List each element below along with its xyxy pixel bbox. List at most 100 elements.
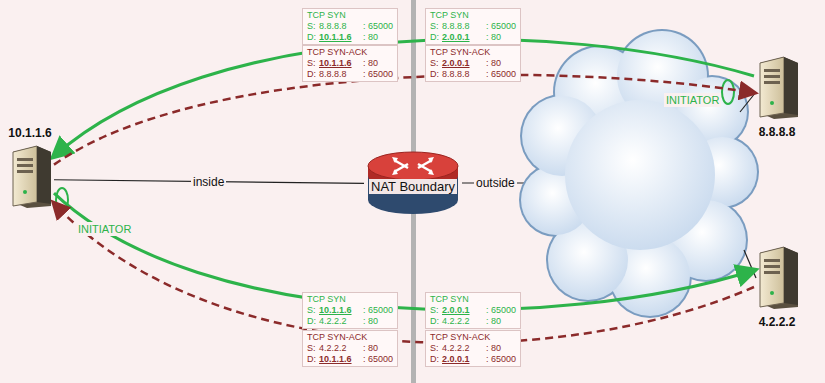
- address-row: D:10.1.1.6: 65000: [307, 354, 393, 365]
- packet-box: TCP SYNS:2.0.0.1: 65000D:4.2.2.2: 80: [425, 292, 521, 329]
- syn-ack-arrow: [54, 75, 754, 165]
- address-row: D:4.2.2.2: 80: [307, 316, 393, 327]
- ip-address: 4.2.2.2: [442, 343, 486, 354]
- packet-type-text: TCP SYN: [307, 10, 346, 21]
- packet-type-text: TCP SYN: [430, 294, 469, 305]
- ip-address: 8.8.8.8: [442, 69, 486, 80]
- syn-ack-arrow: [54, 203, 754, 343]
- address-prefix: S:: [430, 21, 442, 32]
- port-number: : 65000: [363, 354, 393, 365]
- node-label: NAT Boundary: [369, 179, 457, 194]
- address-prefix: S:: [430, 305, 442, 316]
- port-number: : 80: [363, 316, 378, 327]
- packet-type-text: TCP SYN-ACK: [430, 332, 490, 343]
- packet-box: TCP SYNS:10.1.1.6: 65000D:4.2.2.2: 80: [302, 292, 398, 329]
- region-label: outside: [474, 176, 517, 190]
- ip-address: 10.1.1.6: [319, 354, 363, 365]
- port-number: : 80: [486, 316, 501, 327]
- initiator-loop: [722, 80, 734, 104]
- node-icon: [754, 245, 800, 315]
- port-number: : 65000: [363, 21, 393, 32]
- address-row: S:8.8.8.8: 65000: [430, 21, 516, 32]
- initiator-label: INITIATOR: [664, 93, 721, 107]
- address-row: S:2.0.0.1: 80: [430, 58, 516, 69]
- port-number: : 65000: [486, 354, 516, 365]
- ip-address: 4.2.2.2: [319, 316, 363, 327]
- cloud: [519, 29, 759, 318]
- packet-box: TCP SYNS:8.8.8.8: 65000D:10.1.1.6: 80: [302, 8, 398, 45]
- address-prefix: D:: [430, 354, 442, 365]
- address-row: S:8.8.8.8: 65000: [307, 21, 393, 32]
- packet-type: TCP SYN: [307, 294, 393, 305]
- port-number: : 65000: [486, 69, 516, 80]
- packet-type-text: TCP SYN: [307, 294, 346, 305]
- packet-box: TCP SYNS:8.8.8.8: 65000D:2.0.0.1: 80: [425, 8, 521, 45]
- packet-box: TCP SYN-ACKS:2.0.0.1: 80D:8.8.8.8: 65000: [425, 45, 521, 82]
- node-icon: [7, 144, 53, 214]
- packet-type: TCP SYN: [430, 294, 516, 305]
- address-row: S:10.1.1.6: 80: [307, 58, 393, 69]
- packet-type-text: TCP SYN: [430, 10, 469, 21]
- server-node: 10.1.1.6: [6, 126, 54, 210]
- address-prefix: D:: [307, 316, 319, 327]
- node-icon: [754, 55, 800, 125]
- address-prefix: S:: [307, 58, 319, 69]
- node-label: 4.2.2.2: [754, 315, 800, 329]
- cloud-wire: [740, 92, 756, 112]
- packet-type: TCP SYN-ACK: [430, 332, 516, 343]
- address-prefix: D:: [430, 32, 442, 43]
- port-number: : 65000: [363, 69, 393, 80]
- address-prefix: S:: [430, 58, 442, 69]
- port-number: : 80: [486, 32, 501, 43]
- packet-box: TCP SYN-ACKS:4.2.2.2: 80D:10.1.1.6: 6500…: [302, 330, 398, 367]
- address-row: S:4.2.2.2: 80: [430, 343, 516, 354]
- address-prefix: D:: [430, 316, 442, 327]
- ip-address: 10.1.1.6: [319, 58, 363, 69]
- address-row: D:8.8.8.8: 65000: [430, 69, 516, 80]
- packet-box: TCP SYN-ACKS:10.1.1.6: 80D:8.8.8.8: 6500…: [302, 45, 398, 82]
- ip-address: 8.8.8.8: [442, 21, 486, 32]
- address-row: D:10.1.1.6: 80: [307, 32, 393, 43]
- ip-address: 8.8.8.8: [319, 69, 363, 80]
- address-row: S:2.0.0.1: 65000: [430, 305, 516, 316]
- ip-address: 10.1.1.6: [319, 32, 363, 43]
- packet-type-text: TCP SYN-ACK: [430, 47, 490, 58]
- port-number: : 80: [486, 58, 501, 69]
- node-label: 10.1.1.6: [6, 126, 54, 140]
- initiator-label: INITIATOR: [76, 222, 133, 236]
- packet-type: TCP SYN-ACK: [430, 47, 516, 58]
- address-row: D:4.2.2.2: 80: [430, 316, 516, 327]
- address-prefix: S:: [430, 343, 442, 354]
- ip-address: 2.0.0.1: [442, 354, 486, 365]
- address-row: D:8.8.8.8: 65000: [307, 69, 393, 80]
- address-prefix: D:: [307, 354, 319, 365]
- address-row: D:2.0.0.1: 80: [430, 32, 516, 43]
- ip-address: 2.0.0.1: [442, 305, 486, 316]
- address-prefix: S:: [307, 305, 319, 316]
- packet-type: TCP SYN-ACK: [307, 332, 393, 343]
- ip-address: 2.0.0.1: [442, 32, 486, 43]
- ip-address: 8.8.8.8: [319, 21, 363, 32]
- packet-type-text: TCP SYN-ACK: [307, 47, 367, 58]
- port-number: : 65000: [486, 21, 516, 32]
- ip-address: 10.1.1.6: [319, 305, 363, 316]
- port-number: : 65000: [486, 305, 516, 316]
- ip-address: 2.0.0.1: [442, 58, 486, 69]
- packet-box: TCP SYN-ACKS:4.2.2.2: 80D:2.0.0.1: 65000: [425, 330, 521, 367]
- edge-label: inside: [191, 175, 226, 189]
- address-prefix: S:: [307, 21, 319, 32]
- syn-arrow: [54, 39, 754, 156]
- server-node: 8.8.8.8: [754, 55, 800, 139]
- port-number: : 80: [363, 343, 378, 354]
- address-row: S:10.1.1.6: 65000: [307, 305, 393, 316]
- router-node: NAT Boundary: [364, 146, 462, 218]
- port-number: : 65000: [363, 305, 393, 316]
- ip-address: 4.2.2.2: [442, 316, 486, 327]
- port-number: : 80: [363, 58, 378, 69]
- packet-type-text: TCP SYN-ACK: [307, 332, 367, 343]
- address-prefix: D:: [307, 32, 319, 43]
- address-row: D:2.0.0.1: 65000: [430, 354, 516, 365]
- packet-type: TCP SYN-ACK: [307, 47, 393, 58]
- port-number: : 80: [486, 343, 501, 354]
- address-prefix: D:: [307, 69, 319, 80]
